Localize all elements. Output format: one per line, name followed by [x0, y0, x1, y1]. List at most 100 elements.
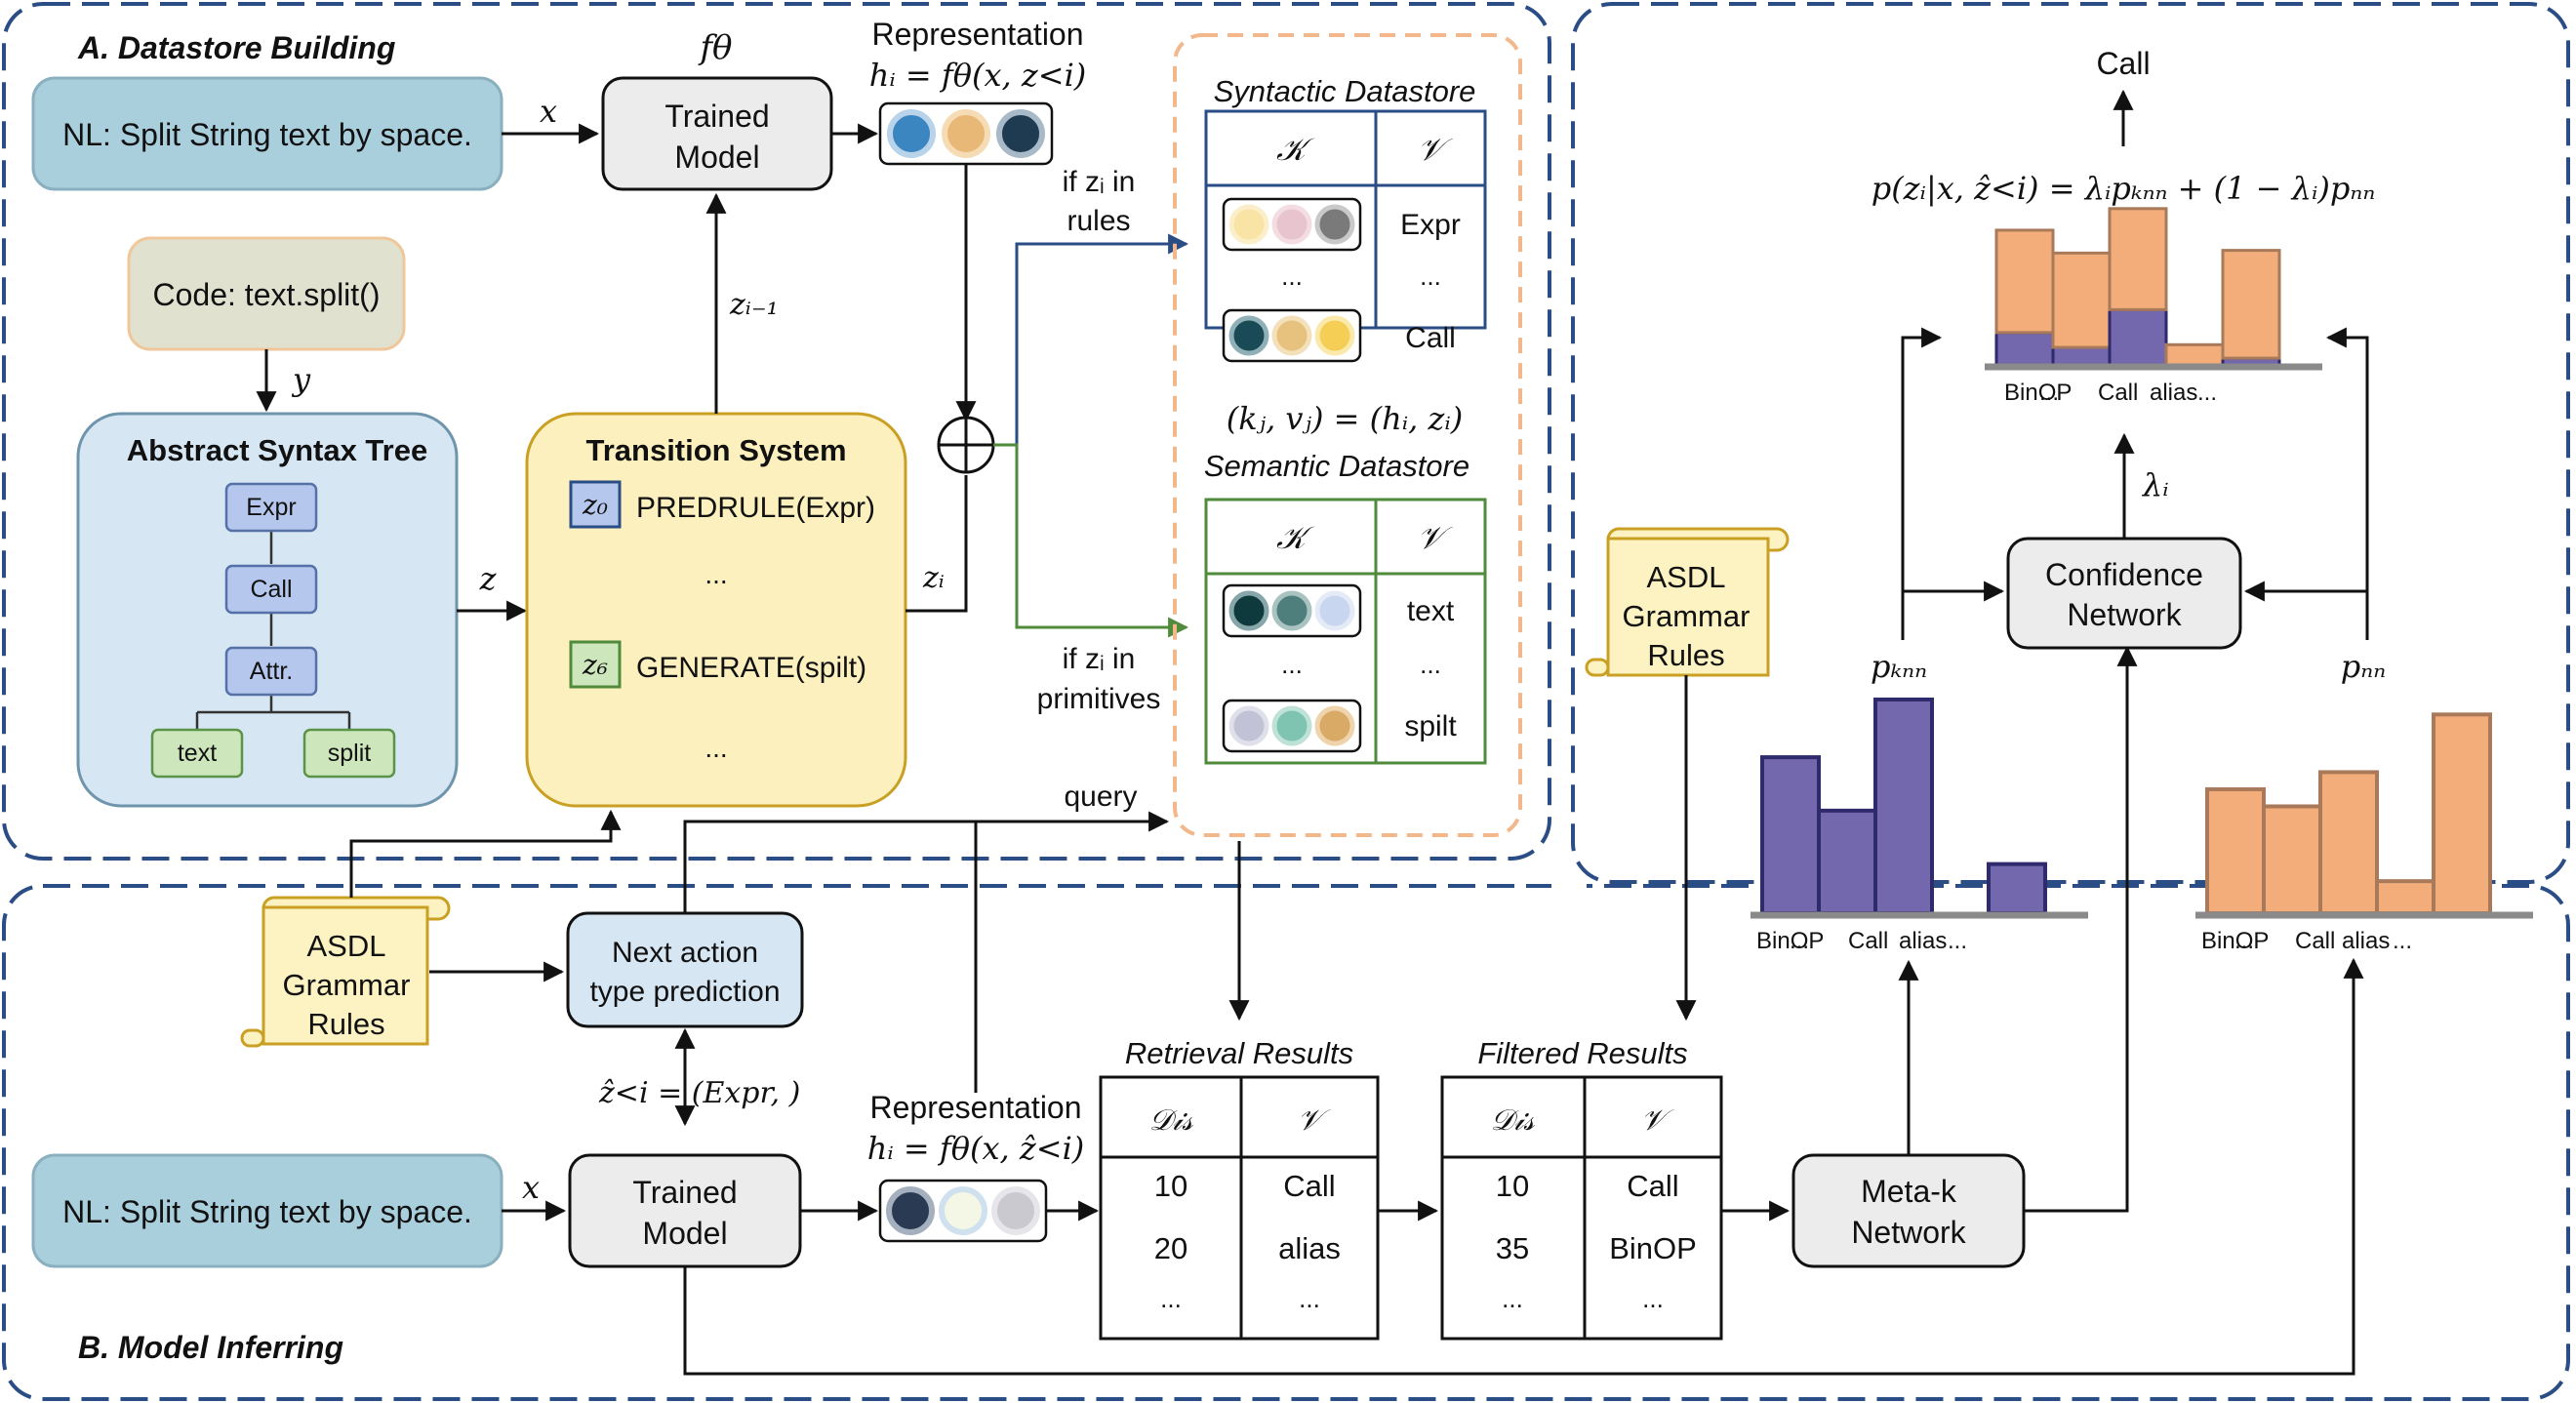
ast-node-split — [302, 728, 396, 779]
lambda-label: λᵢ — [2141, 466, 2169, 503]
chart-tick-label: ... — [2197, 380, 2217, 406]
semantic-value-ellipsis: ... — [1420, 650, 1441, 679]
syntactic-value-expr: Expr — [1400, 209, 1461, 241]
filtered-header-dis: 𝒟𝒾𝓈 — [1491, 1103, 1536, 1138]
chart-tick-label: ... — [1948, 928, 1967, 954]
output-call: Call — [2096, 46, 2150, 81]
asdl-scroll-right — [1585, 527, 1790, 677]
semantic-datastore-title: Semantic Datastore — [1204, 449, 1469, 483]
chart-tick-label: alias — [1899, 928, 1947, 954]
asdl-left-line3: Rules — [307, 1007, 384, 1041]
chart-tick-label: ... — [2393, 928, 2412, 954]
representation-title-a: Representation — [871, 17, 1083, 52]
ast-node-text-label: text — [178, 740, 217, 767]
p-knn-label: pₖₙₙ — [1871, 648, 1927, 685]
chart-tick-label: BinOP — [2201, 928, 2269, 954]
transition-row-ellipsis-2: ... — [704, 733, 727, 763]
if-primitives-line1: if zᵢ in — [1063, 643, 1136, 675]
chart-tick-label: Call — [2295, 928, 2335, 954]
z-i-label: zᵢ — [922, 561, 945, 595]
representation-formula-b: hᵢ = fθ(x, ẑ<i) — [867, 1130, 1085, 1167]
z0-tag-label: z₀ — [582, 489, 608, 521]
chart-bar — [2051, 251, 2112, 349]
syntactic-value-ellipsis: ... — [1420, 261, 1441, 291]
asdl-scroll-left — [240, 896, 451, 1048]
if-primitives-line2: primitives — [1037, 683, 1161, 715]
panel-a-title: A. Datastore Building — [77, 30, 395, 65]
nl-input-text-b: NL: Split String text by space. — [62, 1194, 472, 1229]
chart-bar — [2375, 879, 2435, 916]
asdl-left-line2: Grammar — [283, 968, 411, 1002]
panel-a-frame — [2, 2, 1551, 861]
ast-node-call-label: Call — [250, 576, 292, 603]
label-y: y — [291, 361, 311, 398]
chart-bar — [2205, 786, 2266, 916]
ast-node-expr-label: Expr — [246, 494, 296, 521]
knn-chart: BinOP... Call alias... — [1751, 697, 2088, 954]
ast-node-attr — [224, 646, 318, 697]
chart-tick-label: BinOP — [2004, 380, 2072, 406]
chart-bar — [1873, 697, 1934, 916]
chart-bar — [2108, 307, 2168, 367]
z6-tag — [569, 640, 622, 689]
trained-model-a-line2: Model — [674, 140, 759, 175]
chart-bar — [2164, 342, 2225, 367]
chart-tick-label: ... — [1790, 928, 1809, 954]
chart-bar — [1987, 862, 2047, 915]
chart-bar — [2051, 345, 2112, 367]
f-theta-label: fθ — [697, 28, 732, 67]
filtered-cell: BinOP — [1609, 1231, 1697, 1265]
representation-title-b: Representation — [869, 1090, 1081, 1125]
filtered-cell: ... — [1642, 1284, 1664, 1313]
syntactic-datastore-title: Syntactic Datastore — [1214, 74, 1476, 108]
ast-node-expr — [224, 482, 318, 533]
transition-row-predrule: PREDRULE(Expr) — [636, 492, 875, 524]
retrieval-title: Retrieval Results — [1125, 1036, 1353, 1070]
ast-node-text — [150, 728, 244, 779]
retrieval-table — [1099, 1075, 1380, 1341]
next-action-line1: Next action — [612, 937, 758, 969]
chart-bar — [2318, 770, 2379, 916]
retrieval-cell: 20 — [1154, 1231, 1187, 1265]
chart-tick-label: BinOP — [1756, 928, 1824, 954]
label-x-b: x — [522, 1169, 540, 1206]
transition-row-ellipsis-1: ... — [704, 559, 727, 589]
query-label: query — [1064, 781, 1137, 813]
chart-bar — [2221, 249, 2281, 360]
chart-tick-label: ... — [2039, 380, 2059, 406]
transition-row-generate: GENERATE(spilt) — [636, 652, 866, 684]
confidence-line2: Network — [2067, 597, 2182, 632]
trained-model-b-line1: Trained — [632, 1175, 737, 1210]
chart-bar — [1994, 331, 2055, 367]
next-action-line2: type prediction — [589, 976, 780, 1008]
syntactic-key-ellipsis: ... — [1281, 261, 1303, 291]
asdl-right-line1: ASDL — [1647, 560, 1726, 594]
filtered-cell: 10 — [1496, 1169, 1529, 1203]
ast-title: Abstract Syntax Tree — [127, 433, 427, 467]
mixture-formula: p(zᵢ|x, ẑ<i) = λᵢpₖₙₙ + (1 − λᵢ)pₙₙ — [1872, 170, 2376, 207]
chart-bar — [1994, 228, 2055, 335]
if-rules-line2: rules — [1067, 205, 1130, 237]
z0-tag — [569, 480, 622, 529]
panel-b-title: B. Model Inferring — [78, 1330, 343, 1365]
chart-tick-label: Call — [2098, 380, 2138, 406]
datastores-container — [1173, 33, 1522, 837]
nl-input-text-a: NL: Split String text by space. — [62, 117, 472, 152]
panel-right-frame — [1571, 2, 2570, 884]
transition-system-title: Transition System — [585, 433, 846, 467]
chart-tick-label: alias — [2342, 928, 2390, 954]
z6-tag-label: z₆ — [582, 649, 608, 681]
chart-tick-label: Call — [1848, 928, 1888, 954]
trained-model-b-line2: Model — [642, 1216, 727, 1251]
filtered-cell: ... — [1502, 1284, 1523, 1313]
chart-tick-label: alias — [2150, 380, 2197, 406]
filtered-cell: Call — [1627, 1169, 1678, 1203]
next-action-box — [566, 911, 804, 1028]
label-x-a: x — [540, 93, 557, 130]
semantic-value-spilt: spilt — [1404, 710, 1457, 742]
ast-node-attr-label: Attr. — [250, 658, 293, 685]
asdl-left-line1: ASDL — [307, 929, 386, 963]
semantic-key-ellipsis: ... — [1281, 650, 1303, 679]
